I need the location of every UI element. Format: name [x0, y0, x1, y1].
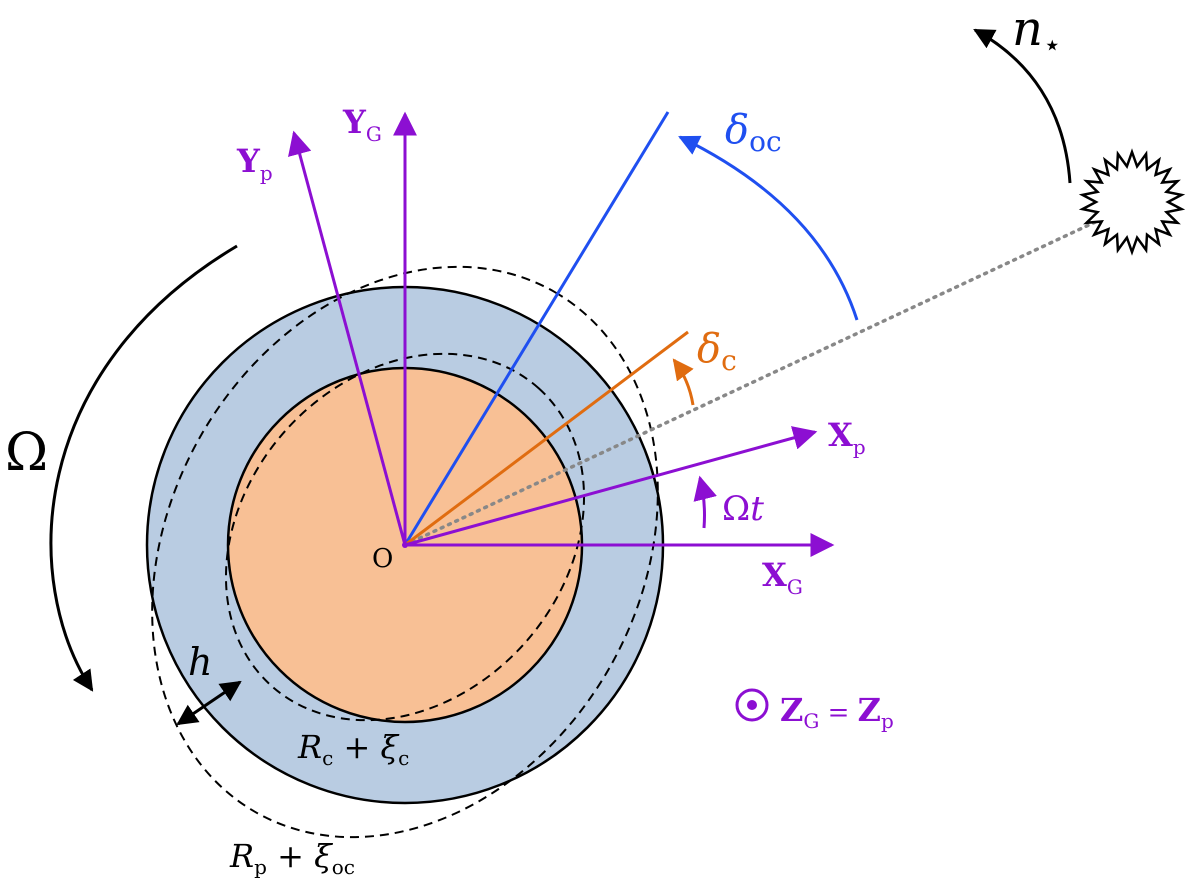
spin-label: Ω — [5, 423, 48, 483]
delta-oc-label: δoc — [725, 107, 782, 158]
ocean-bulge-axis — [403, 111, 670, 546]
y-p-label: Yp — [236, 142, 273, 185]
star-sightline — [403, 200, 1140, 547]
spin-arrow — [49, 244, 238, 692]
ocean-radius-label: Rp + ξoc — [229, 837, 355, 879]
origin-label: O — [372, 544, 393, 574]
omega-t-label: Ωt — [722, 489, 764, 529]
delta-oc-arrow — [678, 135, 859, 321]
y-g-label: YG — [342, 103, 382, 146]
core-tidal-bulge — [224, 352, 586, 722]
delta-c-arrow — [672, 358, 695, 406]
delta-c-label: δc — [697, 326, 737, 377]
omega-t-arrow — [693, 475, 717, 529]
x-p-label: Xp — [828, 416, 866, 459]
core-bulge-axis — [404, 330, 689, 547]
star-icon — [1078, 148, 1186, 256]
core-radius-label: Rc + ξc — [297, 728, 409, 770]
ocean-tidal-bulge — [151, 265, 659, 839]
x-g-label: XG — [762, 556, 803, 599]
out-of-plane-dot-icon — [735, 688, 769, 722]
h-thickness-arrow — [176, 680, 242, 726]
origin-point — [402, 542, 408, 548]
n-star-label: n⋆ — [1012, 1, 1062, 63]
orbit-arrow — [973, 28, 1072, 184]
x-p-axis — [404, 426, 818, 547]
h-label: h — [188, 640, 212, 684]
z-axis-label: ZG = Zp — [780, 691, 894, 733]
y-p-axis — [288, 130, 407, 546]
